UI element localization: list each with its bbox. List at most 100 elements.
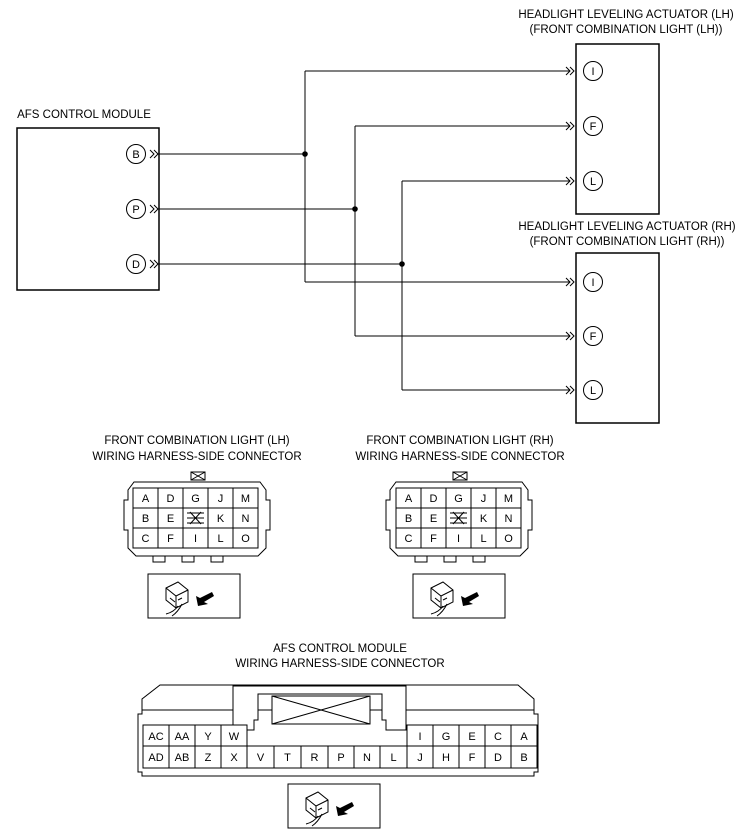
connector-chevron-icon	[565, 121, 575, 131]
connector-pin-label: K	[217, 513, 225, 525]
arrow-icon	[336, 802, 354, 816]
connector-pin-label: O	[241, 533, 250, 545]
connector-lh-title-line2: WIRING HARNESS-SIDE CONNECTOR	[92, 451, 301, 463]
arrow-icon	[196, 592, 214, 606]
connector-rh-pin-labels: A D G J M B E K N C F I L O	[405, 493, 514, 545]
connector-pin-label: E	[468, 731, 475, 743]
connector-pin-label: O	[504, 533, 513, 545]
connector-rh-body: A D G J M B E K N C F I L O	[385, 471, 533, 563]
afs-pin-b: B	[126, 144, 159, 164]
connector-pin-label: W	[229, 731, 240, 743]
connector-pin-label: N	[505, 513, 513, 525]
connector-pin-label: T	[284, 752, 291, 764]
connector-pin-label: X	[230, 752, 238, 764]
pin-circle	[583, 380, 603, 400]
actuator-lh-pin-i: I	[565, 61, 603, 81]
actuator-lh-pin-f: F	[565, 116, 603, 136]
connector-pin-label: D	[430, 493, 438, 505]
actuator-rh-pin-i: I	[565, 272, 603, 292]
connector-pin-label: F	[430, 533, 437, 545]
connector-lh-body: A D G J M B E K N C F I L O	[123, 471, 271, 563]
connector-afs-pin-labels: AC AA Y W I G E C A AD AB Z X V T R P N …	[148, 731, 528, 764]
connector-chevron-icon	[565, 385, 575, 395]
connector-rh-title-line1: FRONT COMBINATION LIGHT (RH)	[366, 435, 553, 447]
connector-pin-label: R	[311, 752, 319, 764]
connector-pin-label: I	[194, 533, 197, 545]
pin-circle	[126, 199, 146, 219]
actuator-lh-pin-l: L	[565, 171, 603, 191]
pin-label: F	[590, 331, 597, 343]
connector-pin-label: M	[241, 493, 250, 505]
pin-circle	[126, 254, 146, 274]
connector-pin-label: L	[217, 533, 223, 545]
pin-circle	[583, 326, 603, 346]
connector-chevron-icon	[565, 66, 575, 76]
afs-module-title: AFS CONTROL MODULE	[17, 109, 151, 121]
connector-rh-view-icon	[412, 573, 506, 619]
splice-dot	[352, 206, 358, 212]
connector-afs-body: AC AA Y W I G E C A AD AB Z X V T R P N …	[137, 684, 539, 777]
pin-circle	[583, 61, 603, 81]
connector-chevron-icon	[149, 149, 159, 159]
connector-lh-view-icon	[147, 573, 241, 619]
connector-pin-label: L	[390, 752, 396, 764]
actuator-rh-pin-l: L	[565, 380, 603, 400]
connector-pin-label: I	[418, 731, 421, 743]
connector-pin-label: AD	[148, 752, 163, 764]
connector-afs-title-line2: WIRING HARNESS-SIDE CONNECTOR	[235, 658, 444, 670]
connector-afs-view-icon	[287, 783, 381, 829]
connector-chevron-icon	[565, 176, 575, 186]
connector-lh-pin-labels: A D G J M B E K N C F I L O	[142, 493, 251, 545]
connector-pin-label: N	[363, 752, 371, 764]
connector-pin-label: V	[257, 752, 265, 764]
connector-pin-label: P	[337, 752, 344, 764]
connector-rh-title-line2: WIRING HARNESS-SIDE CONNECTOR	[355, 451, 564, 463]
connector-pin-label: Z	[205, 752, 212, 764]
splice-dot	[399, 261, 405, 267]
connector-pin-label: B	[142, 513, 149, 525]
pin-label: L	[590, 176, 596, 188]
connector-pin-label: J	[481, 493, 487, 505]
connector-pin-label: J	[417, 752, 423, 764]
connector-pin-label: L	[480, 533, 486, 545]
connector-afs-title-line1: AFS CONTROL MODULE	[273, 643, 407, 655]
pin-circle	[583, 171, 603, 191]
connector-pin-label: D	[167, 493, 175, 505]
pin-label: I	[591, 66, 594, 78]
connector-pin-label: B	[405, 513, 412, 525]
blocked-cavity-icon	[450, 511, 467, 525]
wires	[158, 70, 570, 391]
connector-pin-label: J	[218, 493, 224, 505]
wire-p-to-f	[158, 125, 570, 337]
connector-pin-label: K	[480, 513, 488, 525]
actuator-lh-title-line2: (FRONT COMBINATION LIGHT (LH))	[530, 24, 723, 36]
pin-label: L	[590, 385, 596, 397]
connector-pin-label: E	[167, 513, 174, 525]
connector-pin-label: A	[520, 731, 528, 743]
connector-pin-label: N	[242, 513, 250, 525]
connector-pin-label: C	[494, 731, 502, 743]
actuator-rh-title-line2: (FRONT COMBINATION LIGHT (RH))	[530, 236, 725, 248]
connector-chevron-icon	[149, 259, 159, 269]
connector-pin-label: G	[454, 493, 463, 505]
pin-label: I	[591, 277, 594, 289]
actuator-rh-title-line1: HEADLIGHT LEVELING ACTUATOR (RH)	[518, 221, 735, 233]
connector-pin-label: Y	[204, 731, 212, 743]
splice-dot	[302, 151, 308, 157]
connector-chevron-icon	[565, 331, 575, 341]
connector-pin-label: G	[442, 731, 451, 743]
connector-chevron-icon	[149, 204, 159, 214]
pin-label: D	[132, 259, 140, 271]
pin-label: P	[132, 204, 139, 216]
connector-pin-label: AC	[148, 731, 163, 743]
afs-pin-p: P	[126, 199, 159, 219]
connector-pin-label: A	[405, 493, 413, 505]
pin-label: B	[132, 149, 139, 161]
connector-pin-label: C	[142, 533, 150, 545]
connector-pin-label: I	[457, 533, 460, 545]
afs-pin-d: D	[126, 254, 159, 274]
pin-label: F	[590, 121, 597, 133]
pin-circle	[583, 272, 603, 292]
actuator-rh-pin-f: F	[565, 326, 603, 346]
